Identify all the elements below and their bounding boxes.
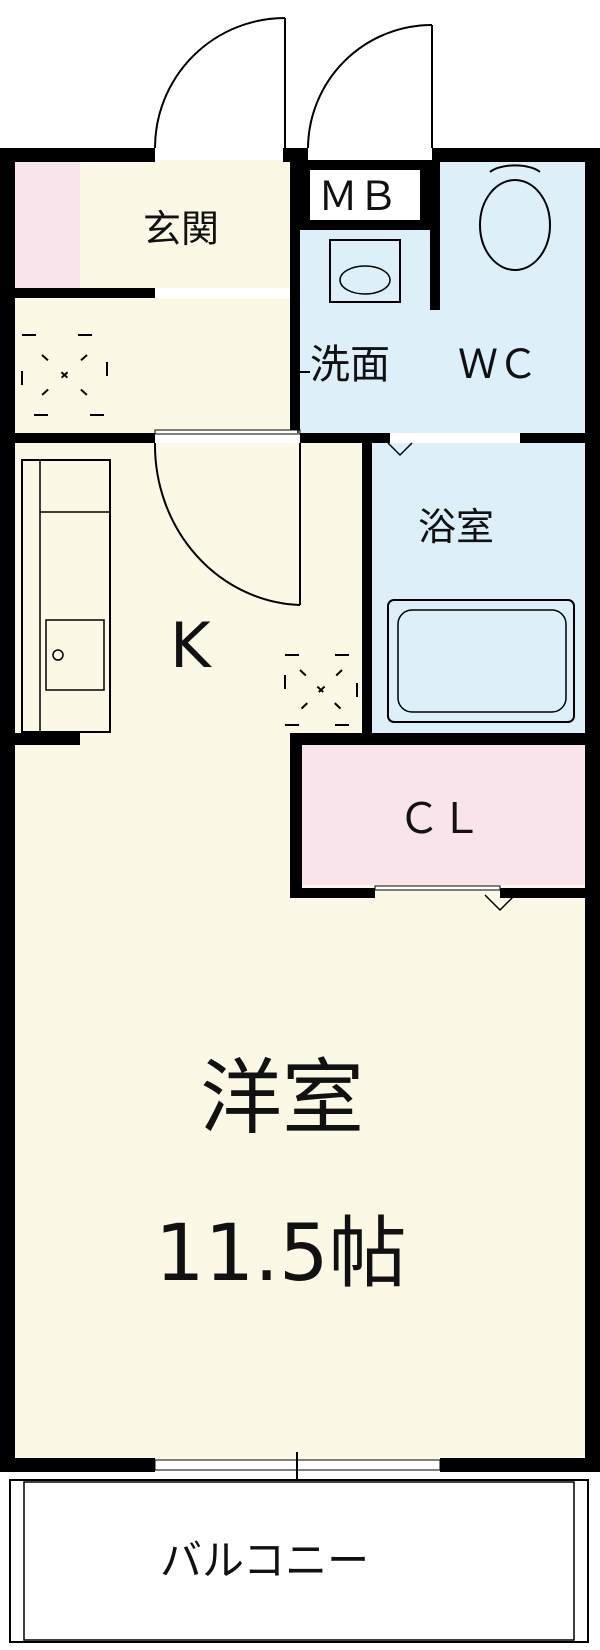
wall-right <box>585 148 600 1470</box>
wall-left <box>0 148 15 1470</box>
wall-closet-bottom-left <box>290 888 375 898</box>
washroom-label: 洗面 <box>310 342 390 388</box>
bath-label: 浴室 <box>418 505 495 549</box>
wall-closet-left <box>290 733 302 898</box>
wall-kitchen-stub <box>15 733 80 745</box>
entrance-floor <box>80 160 290 288</box>
wall-top-right <box>432 148 600 162</box>
meter-box-label: ＭＢ <box>318 174 398 220</box>
wash-bowl <box>339 265 391 295</box>
shoe-storage-floor <box>15 160 80 288</box>
balcony-inner <box>23 1481 575 1641</box>
hall-floor <box>15 298 290 433</box>
wall-bath-bottom <box>290 733 585 745</box>
kitchen-counter <box>21 459 111 733</box>
kitchen-floor <box>15 443 372 745</box>
closet-floor-top <box>300 745 585 885</box>
bath-door-mark <box>387 442 413 457</box>
toilet-bowl <box>479 179 551 271</box>
entrance-label: 玄関 <box>143 207 220 251</box>
toilet-label: ＷＣ <box>458 342 538 388</box>
wall-hall-bottom-left <box>15 433 155 443</box>
washer-space <box>284 654 358 726</box>
hall-door-frame <box>154 429 301 435</box>
wall-wc-partition <box>430 160 440 310</box>
sink-drain <box>52 649 64 661</box>
closet-door-mark <box>484 894 516 912</box>
bathtub-inner <box>397 609 567 713</box>
bath-floor <box>372 443 585 733</box>
mb-inner <box>310 170 420 220</box>
wall-top-left <box>0 148 155 162</box>
wall-closet-bottom-right <box>500 888 585 898</box>
bathtub <box>387 599 575 723</box>
wash-basin <box>329 239 401 303</box>
wall-bottom-left <box>0 1458 155 1472</box>
wall-bath-left <box>362 443 372 733</box>
wall-bottom-right <box>440 1458 600 1472</box>
kitchen-sink <box>45 619 105 691</box>
closet-label: ＣＬ <box>398 794 483 843</box>
balcony-label: バルコニー <box>160 1536 370 1585</box>
toilet-tank <box>489 164 541 173</box>
kitchen-label: K <box>170 609 211 682</box>
kitchen-door-swing <box>153 442 301 606</box>
wall-hall-bottom-right <box>520 433 585 443</box>
wall-hall-bottom-mid <box>300 433 390 443</box>
western-room-label: 洋室 <box>200 1051 365 1146</box>
entrance-door-1-swing <box>154 17 286 149</box>
wall-entrance-bottom <box>15 288 155 298</box>
balcony-outline <box>9 1479 589 1643</box>
refrigerator-space <box>21 334 108 416</box>
closet-door-frame <box>374 885 501 891</box>
western-room-size-label: 11.5帖 <box>155 1209 407 1299</box>
wall-wash-left <box>290 148 300 433</box>
entrance-door-2-swing <box>307 24 433 149</box>
